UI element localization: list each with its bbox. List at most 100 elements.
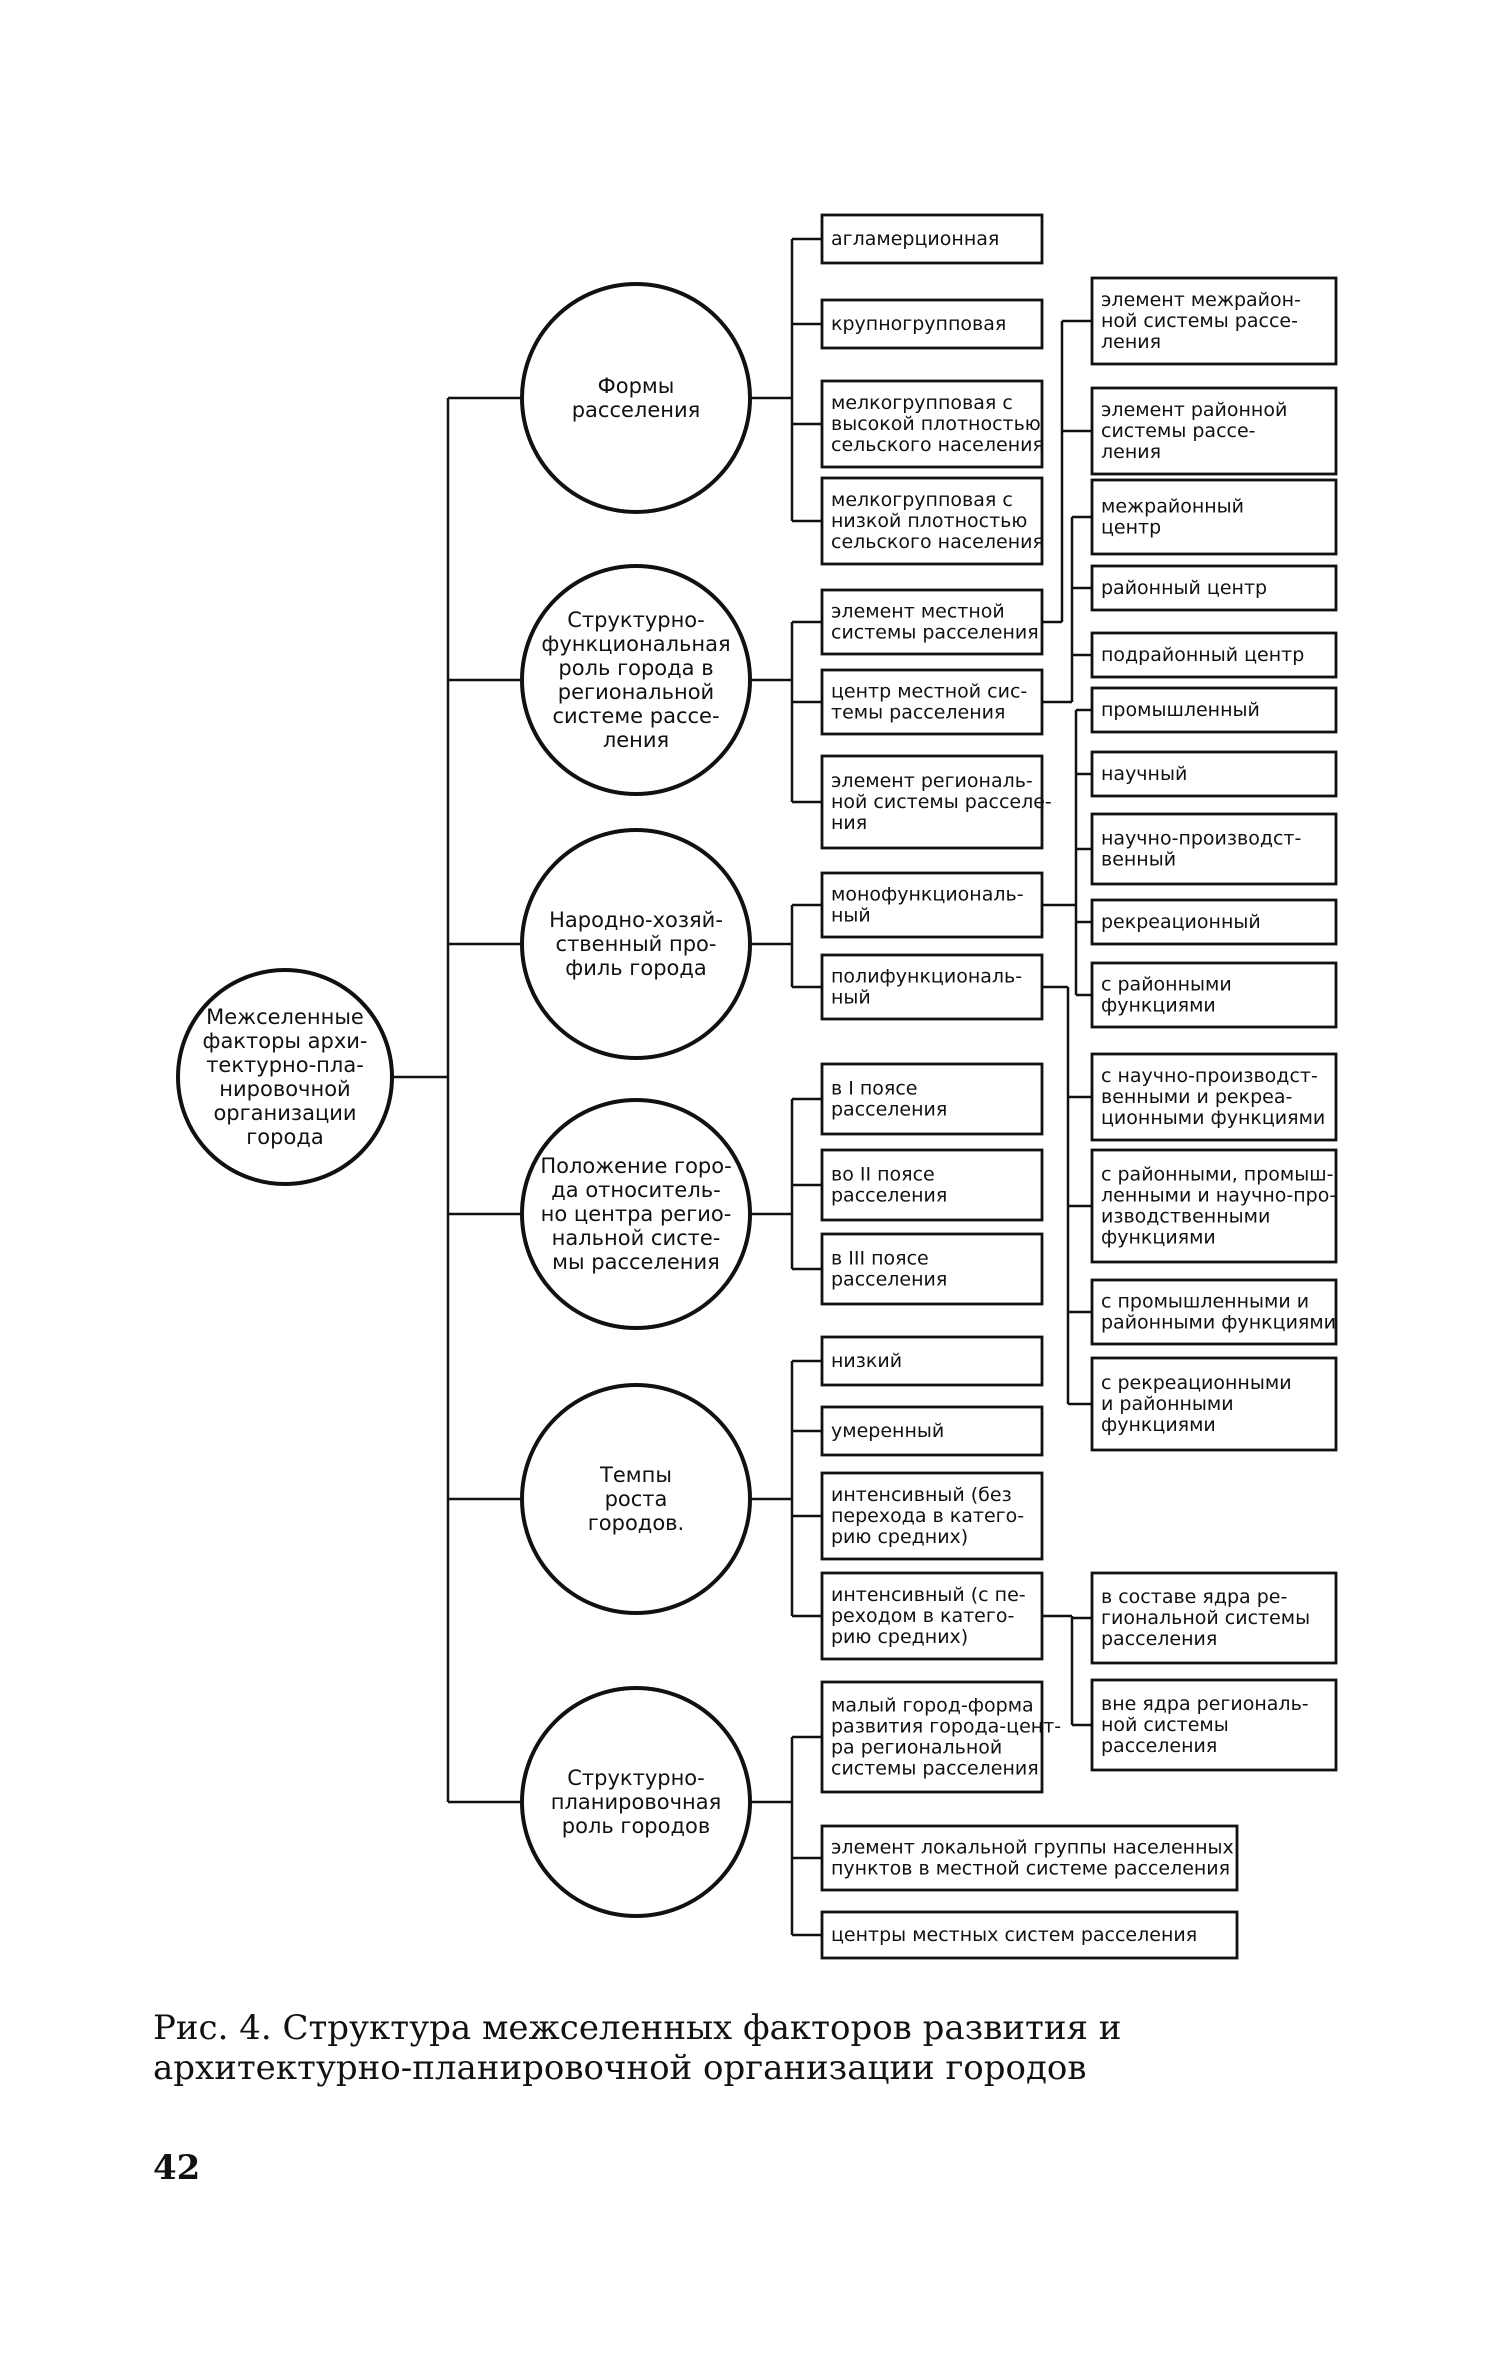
group-node-label-line: филь города — [565, 956, 707, 980]
group-node-label-line: роста — [605, 1487, 668, 1511]
group-item-text-line: умеренный — [831, 1420, 944, 1442]
group-node-label-line: Положение горо- — [540, 1154, 731, 1178]
right-item-elem-local-text-line: элемент межрайон- — [1101, 289, 1301, 311]
group-item-text: интенсивный (с пе-реходом в катего-рию с… — [831, 1584, 1026, 1648]
group-node-circle — [520, 282, 752, 514]
right-item-mono-text-line: венный — [1101, 849, 1176, 871]
group-item-text-line: рию средних) — [831, 1626, 968, 1648]
group-item-box — [820, 213, 1044, 265]
root-node-label-line: тектурно-пла- — [206, 1053, 364, 1077]
right-item-poly-box — [1090, 1356, 1338, 1452]
right-item-mono-text: научно-производст-венный — [1101, 828, 1301, 871]
group-node-label-line: роль города в — [558, 656, 713, 680]
right-item-poly-text-line: венными и рекреа- — [1101, 1086, 1292, 1108]
right-item-mono-box — [1090, 750, 1338, 798]
group-item-text-line: высокой плотностью — [831, 413, 1041, 435]
group-node-label-line: Формы — [598, 374, 675, 398]
right-item-poly-box — [1090, 1148, 1338, 1264]
group-item-box — [820, 1680, 1044, 1794]
right-item-mono-text-line: научно-производст- — [1101, 828, 1301, 850]
right-item-intensive-text-line: расселения — [1101, 1735, 1217, 1757]
group-item-text-line: ный — [831, 987, 871, 1009]
group-node-label-line: Структурно- — [567, 1766, 704, 1790]
right-item-center-local-box — [1090, 564, 1338, 612]
right-item-elem-local-box — [1090, 386, 1338, 476]
right-item-elem-local-text-line: ления — [1101, 441, 1161, 463]
group-item-text-line: во II поясе — [831, 1164, 935, 1186]
group-node-circle — [520, 1098, 752, 1330]
right-item-poly-text: с районными, промыш-ленными и научно-про… — [1101, 1164, 1336, 1249]
group-item-text-line: в I поясе — [831, 1078, 918, 1100]
right-item-elem-local-text-line: элемент районной — [1101, 399, 1287, 421]
group-item-box — [820, 1062, 1044, 1136]
right-item-mono-box — [1090, 812, 1338, 886]
right-item-elem-local-box — [1090, 276, 1338, 366]
group-item-text-line: ния — [831, 812, 867, 834]
group-item-box — [820, 1471, 1044, 1561]
group-item-box — [820, 1571, 1044, 1661]
root-node-label-line: города — [246, 1125, 323, 1149]
group-node-label-line: Темпы — [599, 1463, 672, 1487]
group-node-label-line: планировочная — [551, 1790, 721, 1814]
group-item-text-line: крупногрупповая — [831, 313, 1006, 335]
group-item-text-line: низкой плотностью — [831, 510, 1027, 532]
right-item-elem-local-text-line: системы рассе- — [1101, 420, 1256, 442]
diagram-edges — [392, 237, 1092, 1937]
right-item-poly-text-line: с районными, промыш- — [1101, 1164, 1333, 1186]
page-number: 42 — [153, 2148, 201, 2188]
group-item-text-line: темы расселения — [831, 702, 1005, 724]
group-item-text-line: интенсивный (без — [831, 1484, 1012, 1506]
group-node-label: Народно-хозяй-ственный про-филь города — [549, 908, 723, 980]
group-item-text-line: пунктов в местной системе расселения — [831, 1858, 1230, 1880]
group-item-box — [820, 588, 1044, 656]
group-item-box — [820, 379, 1044, 469]
group-item-text-line: расселения — [831, 1185, 947, 1207]
group-item-text-line: системы расселения — [831, 1758, 1039, 1780]
group-node-label: Положение горо-да относитель-но центра р… — [540, 1154, 731, 1274]
group-item-box — [820, 754, 1044, 850]
group-item-text-line: агламерционная — [831, 228, 999, 250]
root-node-label-line: факторы архи- — [202, 1029, 367, 1053]
group-item-text-line: элемент локальной группы населенных — [831, 1837, 1234, 1859]
right-item-poly-box — [1090, 1052, 1338, 1142]
group-item-box — [820, 1910, 1239, 1960]
right-item-poly-text: с научно-производст-венными и рекреа-цио… — [1101, 1065, 1325, 1129]
right-item-poly-text-line: функциями — [1101, 1414, 1216, 1436]
group-item-box — [820, 476, 1044, 566]
group-item-text: центр местной сис-темы расселения — [831, 681, 1027, 724]
group-item-text-line: элемент региональ- — [831, 770, 1033, 792]
group-node-circle — [520, 564, 752, 796]
right-item-intensive-box — [1090, 1571, 1338, 1665]
right-item-center-local-text-line: центр — [1101, 517, 1161, 539]
root-node-label-line: Межселенные — [206, 1005, 364, 1029]
right-item-poly-text-line: и районными — [1101, 1393, 1234, 1415]
right-item-intensive-text-line: расселения — [1101, 1628, 1217, 1650]
group-item-box — [820, 871, 1044, 939]
group-item-text: низкий — [831, 1350, 902, 1372]
right-item-mono-text-line: промышленный — [1101, 699, 1260, 721]
group-item-box — [820, 1335, 1044, 1387]
group-item-text-line: развития города-цент- — [831, 1716, 1061, 1738]
group-item-text-line: сельского населения — [831, 531, 1044, 553]
group-item-text-line: реходом в катего- — [831, 1605, 1014, 1627]
right-item-elem-local-text-line: ления — [1101, 331, 1161, 353]
group-item-text: полифункциональ-ный — [831, 966, 1022, 1009]
right-item-mono-text-line: рекреационный — [1101, 911, 1261, 933]
right-item-intensive-text-line: в составе ядра ре- — [1101, 1586, 1287, 1608]
group-node-label-line: роль городов — [562, 1814, 710, 1838]
right-item-poly-text-line: изводственными — [1101, 1206, 1270, 1228]
group-item-text-line: низкий — [831, 1350, 902, 1372]
root-node-circle — [176, 968, 394, 1186]
group-item-text-line: ной системы расселе- — [831, 791, 1052, 813]
group-item-text-line: сельского населения — [831, 434, 1044, 456]
